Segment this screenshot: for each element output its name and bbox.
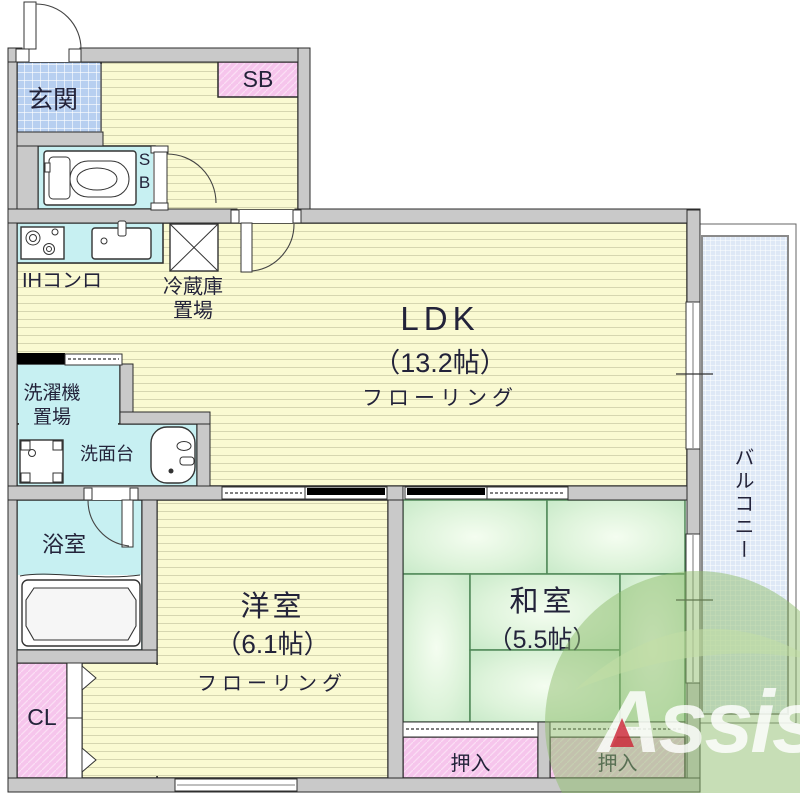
- ldk-name-label: LDK: [400, 300, 480, 337]
- sliding-door-oshiire-left: [402, 721, 539, 738]
- bathtub-icon: [18, 573, 141, 649]
- washroom-join: [19, 419, 118, 429]
- entry-door: [15, 1, 82, 63]
- oshiire-right-label: 押入: [597, 753, 638, 775]
- toilet-icon: [43, 150, 137, 206]
- toilet-door: [150, 145, 217, 211]
- western-room-floor: [156, 499, 389, 779]
- western-join: [154, 665, 161, 776]
- balcony-label: バルコニー: [731, 447, 753, 562]
- western-room-size-label: （6.1帖）: [215, 629, 330, 659]
- fridge-space-label-2: 置場: [173, 300, 213, 322]
- shoebox-hall: [217, 61, 299, 98]
- sliding-door-western: [221, 486, 388, 500]
- closet-label: CL: [27, 704, 57, 730]
- western-bottom-window: [174, 778, 298, 792]
- wall-black-segment-1: [17, 353, 65, 364]
- ldk-flooring-label: フローリング: [362, 387, 518, 410]
- western-room-flooring-label: フローリング: [197, 673, 347, 695]
- genkan-label: 玄関: [28, 86, 79, 114]
- sliding-door-japanese: [404, 486, 569, 500]
- oshiire-left-box: [402, 736, 539, 779]
- sliding-door-washroom: [64, 353, 123, 366]
- ldk-balcony-window: [676, 301, 713, 450]
- japanese-room-name-label: 和室: [509, 586, 576, 618]
- washbasin-icon: [150, 426, 196, 484]
- washbasin-label: 洗面台: [80, 444, 134, 464]
- bathroom-label: 浴室: [42, 532, 87, 557]
- washing-machine-icon: [19, 439, 64, 484]
- fridge-space-icon: [169, 223, 219, 272]
- ldk-size-label: （13.2帖）: [373, 348, 507, 378]
- ldk-door: [230, 209, 302, 273]
- fridge-space-label-1: 冷蔵庫: [163, 276, 223, 298]
- oshiire-left-label: 押入: [450, 753, 491, 775]
- ih-stove-label: IHコンロ: [22, 270, 102, 292]
- fixtures-layer: [18, 150, 219, 649]
- washer-space-label-2: 置場: [32, 407, 71, 428]
- shoebox-label: SB: [242, 66, 274, 92]
- kitchen-sink-icon: [91, 220, 152, 260]
- closet-folding-door: [66, 662, 97, 779]
- toilet-sb-label: SB: [135, 150, 154, 196]
- sliding-door-oshiire-right: [549, 721, 686, 738]
- washer-space-label-1: 洗濯機: [23, 383, 81, 404]
- japanese-room-size-label: （5.5帖）: [487, 626, 598, 654]
- ih-stove-icon: [20, 226, 65, 260]
- western-room-name-label: 洋室: [240, 591, 305, 623]
- bathroom-door: [83, 487, 139, 548]
